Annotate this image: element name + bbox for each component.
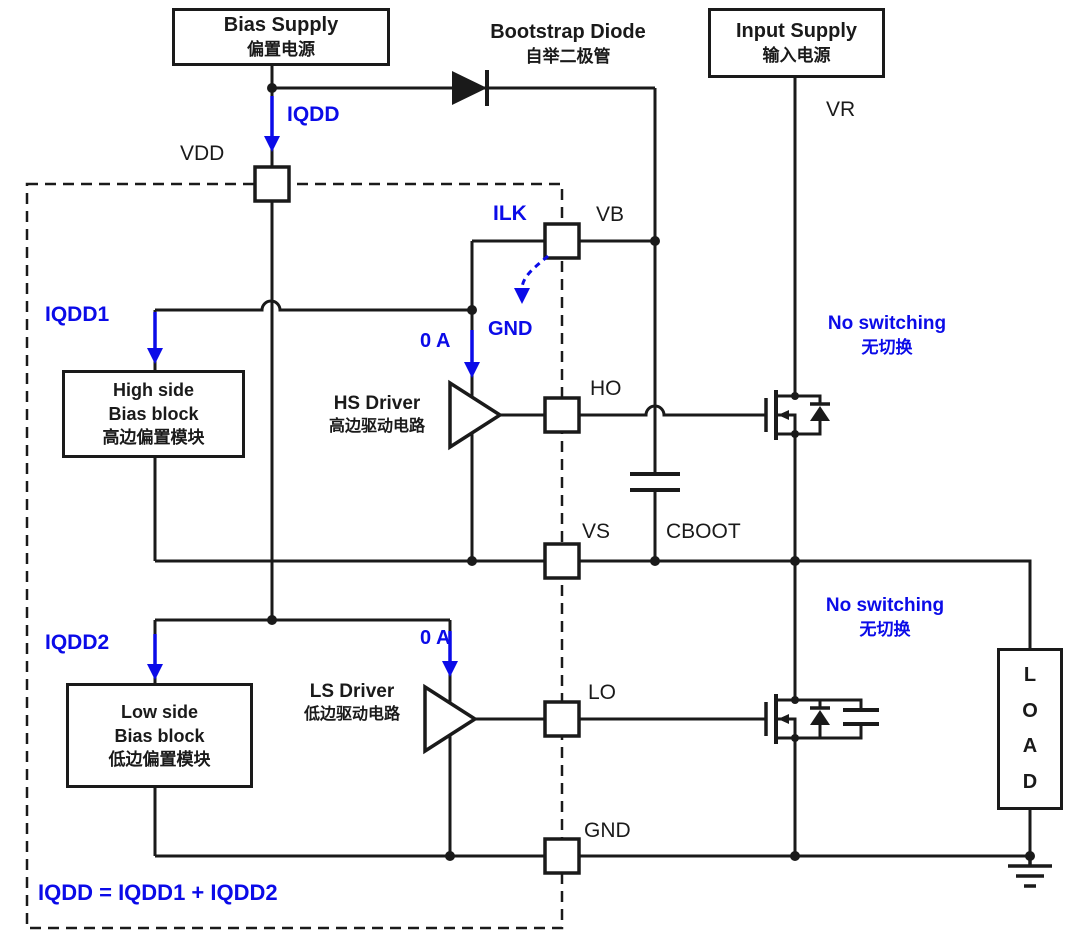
iqdd-equation: IQDD = IQDD1 + IQDD2	[38, 880, 278, 905]
ic-pins	[253, 165, 581, 875]
hs-driver-title-zh: 高边驱动电路	[328, 418, 425, 435]
ls-driver-triangle	[423, 683, 479, 755]
no-switching-bottom: No switching 无切换	[810, 593, 960, 642]
iqdd-label: IQDD	[287, 103, 340, 126]
ilk-leakage-arrow	[514, 254, 549, 304]
vs-label: VS	[582, 520, 611, 543]
hs-bias-label-en1: High side	[112, 380, 194, 400]
high-side-mosfet-icon	[764, 390, 830, 440]
ilk-gnd-target-label: GND	[488, 318, 533, 340]
load-letter-4: D	[1022, 771, 1038, 794]
hs-driver-title: HS Driver 高边驱动电路	[308, 392, 446, 438]
current-flow-arrows	[153, 96, 474, 666]
bootstrap-diode-icon	[452, 70, 489, 106]
ls-bias-label-zh: 低边偏置模块	[108, 749, 211, 769]
low-side-bias-block: Low side Bias block 低边偏置模块	[66, 683, 253, 788]
hs-driver-triangle	[448, 379, 504, 451]
current-arrowheads	[147, 136, 480, 680]
zero-a-bottom-label: 0 A	[420, 627, 451, 649]
wires	[153, 66, 1032, 858]
ls-driver-title-zh: 低边驱动电路	[303, 706, 400, 723]
vs-pin	[543, 542, 581, 580]
input-supply-label-zh: 输入电源	[762, 46, 831, 65]
lo-label: LO	[588, 681, 617, 704]
ho-pin	[543, 396, 581, 434]
cboot-capacitor-icon	[630, 472, 680, 492]
bias-supply-label-zh: 偏置电源	[247, 40, 315, 59]
bias-supply-block: Bias Supply 偏置电源	[172, 8, 390, 66]
load-letter-2: O	[1022, 699, 1038, 722]
load-block: L O A D	[997, 648, 1063, 810]
cboot-label: CBOOT	[666, 520, 741, 543]
bootstrap-diode-title-zh: 自举二极管	[525, 47, 611, 66]
low-side-mosfet-icon	[764, 694, 879, 744]
ls-bias-label-en2: Bias block	[114, 725, 205, 746]
zero-a-top-label: 0 A	[420, 330, 451, 352]
gnd-label: GND	[584, 819, 631, 842]
input-supply-block: Input Supply 输入电源	[708, 8, 885, 78]
vdd-pin	[253, 165, 291, 203]
hs-driver-title-en: HS Driver	[333, 393, 421, 414]
no-switching-top-en: No switching	[827, 313, 947, 334]
no-switching-bottom-zh: 无切换	[859, 620, 911, 639]
load-letter-3: A	[1022, 735, 1038, 758]
vb-label: VB	[596, 203, 625, 226]
high-side-bias-block: High side Bias block 高边偏置模块	[62, 370, 245, 458]
bias-supply-label-en: Bias Supply	[223, 14, 339, 36]
hs-bias-label-en2: Bias block	[108, 404, 199, 424]
iqdd1-label: IQDD1	[45, 303, 110, 326]
ls-bias-label-en1: Low side	[120, 701, 198, 722]
iqdd2-label: IQDD2	[45, 631, 110, 654]
bootstrap-diode-title-en: Bootstrap Diode	[490, 21, 646, 43]
ls-driver-title-en: LS Driver	[309, 681, 395, 702]
no-switching-top-zh: 无切换	[861, 338, 913, 357]
gnd-pin	[543, 837, 581, 875]
vr-label: VR	[826, 98, 856, 121]
ho-label: HO	[590, 377, 622, 400]
no-switching-top: No switching 无切换	[812, 311, 962, 360]
no-switching-bottom-en: No switching	[825, 595, 945, 616]
ilk-label: ILK	[493, 202, 527, 225]
ic-boundary	[25, 182, 564, 930]
bootstrap-diode-title: Bootstrap Diode 自举二极管	[448, 20, 688, 69]
vdd-label: VDD	[180, 142, 225, 165]
vb-pin	[543, 222, 581, 260]
hs-bias-label-zh: 高边偏置模块	[102, 428, 205, 447]
junction-dots	[267, 83, 1035, 861]
input-supply-label-en: Input Supply	[735, 20, 858, 42]
load-letter-1: L	[1023, 663, 1037, 686]
lo-pin	[543, 700, 581, 738]
ls-driver-title: LS Driver 低边驱动电路	[283, 680, 421, 726]
